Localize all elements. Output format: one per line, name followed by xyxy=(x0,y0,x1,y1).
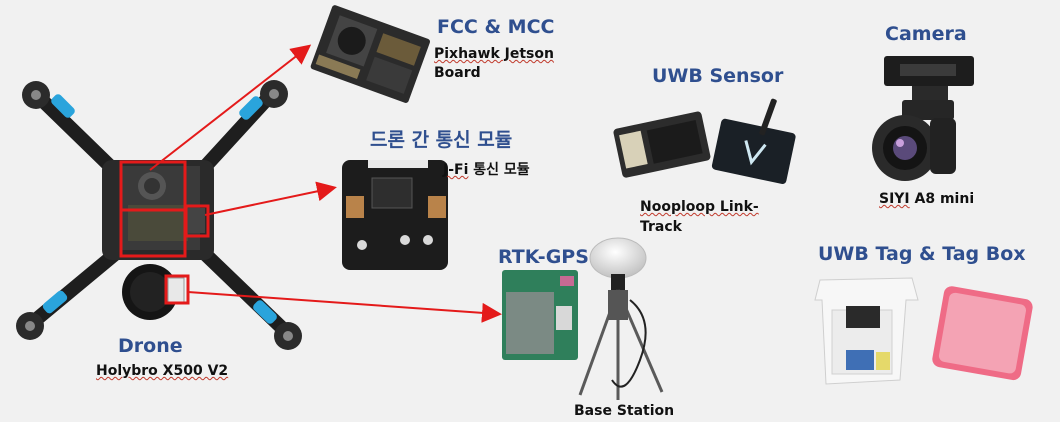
drone-title: Drone xyxy=(118,335,183,357)
comm-module-subtitle-rest: 통신 모듈 xyxy=(468,162,530,178)
fcc-board-image xyxy=(310,5,430,103)
camera-model-brand: SIYI xyxy=(879,191,910,207)
uwb-sensor-image xyxy=(613,98,796,184)
jfi-module-image xyxy=(342,160,448,270)
arrow-to-fcc xyxy=(149,44,312,171)
rtk-gps-board-image xyxy=(502,270,578,360)
base-station-image xyxy=(578,237,664,400)
fcc-subtitle-line2: Board xyxy=(434,65,481,81)
uwb-sensor-subtitle-line2: Track xyxy=(640,219,682,235)
callout-arrows xyxy=(149,44,502,323)
arrow-to-comm-module xyxy=(204,181,337,216)
fcc-subtitle-line1: Pixhawk Jetson xyxy=(434,46,554,62)
rtk-gps-title: RTK-GPS xyxy=(498,246,589,268)
camera-model: SIYI A8 mini xyxy=(879,190,974,208)
camera-image xyxy=(872,56,974,181)
base-station-label: Base Station xyxy=(574,403,675,419)
arrow-to-rtk-gps xyxy=(187,291,502,323)
camera-model-name: A8 mini xyxy=(909,191,975,207)
camera-title: Camera xyxy=(885,23,967,45)
jfi-label: J-Fi xyxy=(443,162,469,178)
fcc-title: FCC & MCC xyxy=(437,16,555,38)
uwb-tag-title: UWB Tag & Tag Box xyxy=(818,243,1026,265)
uwb-sensor-subtitle-line1: Nooploop Link- xyxy=(640,199,759,215)
uwb-sensor-title: UWB Sensor xyxy=(652,65,784,87)
drone-image xyxy=(16,80,302,350)
comm-module-title: 드론 간 통신 모듈 xyxy=(370,129,513,151)
comm-module-subtitle: J-Fi 통신 모듈 xyxy=(443,161,530,179)
uwb-tag-box-image xyxy=(814,277,1033,385)
drone-model: Holybro X500 V2 xyxy=(96,363,229,379)
